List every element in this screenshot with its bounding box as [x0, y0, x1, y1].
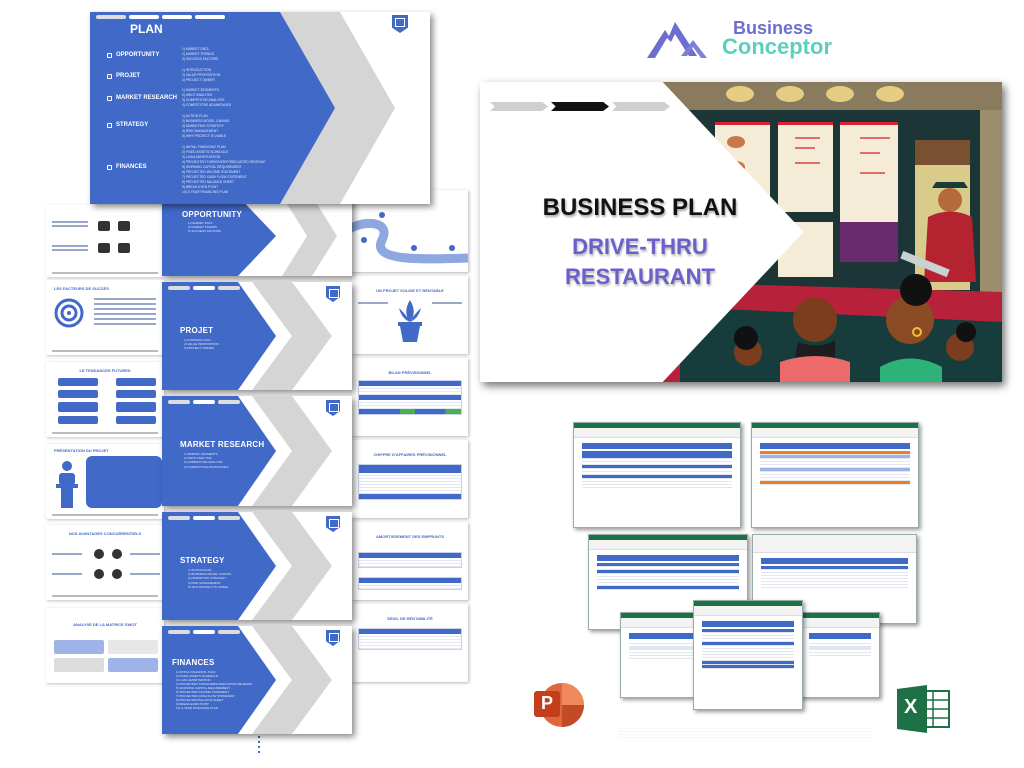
- plan-row-strategy: STRATEGY: [107, 122, 148, 128]
- connector-dots: [258, 736, 260, 756]
- page-seuil-rentabilite: SEUIL DE RENTABILITÉ: [352, 604, 468, 682]
- mountain-logo-icon: [647, 22, 707, 58]
- progress-pills: [168, 286, 240, 290]
- logo-badge-icon: [326, 400, 340, 416]
- checkbox-icon: [107, 95, 112, 101]
- page-swot: ANALYSE DE LA MATRICE SWOT: [46, 608, 164, 683]
- logo-badge-icon: [326, 286, 340, 302]
- page-presentation-projet: PRÉSENTATION DU PROJET: [46, 444, 164, 519]
- page-bilan-previsionnel: BILAN PRÉVISIONNEL: [352, 358, 468, 436]
- page-chiffre-affaires: CHIFFRE D'AFFAIRES PRÉVISIONNEL: [352, 440, 468, 518]
- spreadsheet-right-back: [800, 612, 880, 698]
- checkbox-icon: [107, 164, 112, 170]
- page-les-facteurs: LES FACTEURS DE SUCCÈS: [46, 280, 164, 355]
- speaker-podium-icon: [56, 461, 78, 508]
- spreadsheet-income-statement: [693, 600, 803, 710]
- cover-slide: BUSINESS PLAN DRIVE-THRU RESTAURANT: [480, 82, 1002, 382]
- powerpoint-icon: P: [528, 677, 588, 733]
- checkbox-icon: [107, 73, 112, 79]
- excel-icon: X: [893, 683, 953, 735]
- cover-progress-chevrons: [490, 102, 670, 111]
- spreadsheet-chiffre-affaires: [573, 422, 741, 528]
- logo-badge-icon: [326, 516, 340, 532]
- cover-subtitle: DRIVE-THRU RESTAURANT: [565, 234, 715, 289]
- target-icon: [54, 298, 84, 328]
- logo-badge-icon: [392, 15, 408, 33]
- spreadsheet-revenue-detail: [751, 422, 919, 528]
- progress-pills: [96, 15, 225, 19]
- checkbox-icon: [107, 122, 112, 128]
- page-tendances-futures: LE TENDANCES FUTURES: [46, 362, 164, 437]
- roadmap-road-icon: [352, 212, 468, 264]
- plan-row-market-research: MARKET RESEARCH: [107, 95, 177, 101]
- logo-text-business: Business: [733, 18, 814, 38]
- page-avantages-concurrentiels: NOS AVANTAGES CONCURRENTIELS: [46, 525, 164, 600]
- logo-badge-icon: [326, 630, 340, 646]
- plan-row-projet: PROJET: [107, 73, 140, 79]
- plant-pot-icon: [398, 300, 422, 342]
- page-success-factors-icons: [46, 205, 164, 277]
- page-amortissement: AMORTISSEMENT DES EMPRUNTS: [352, 522, 468, 600]
- progress-pills: [168, 630, 240, 634]
- page-projet-solide: UN PROJET SOLIDE ET RENTABLE: [352, 276, 468, 354]
- progress-pills: [168, 400, 240, 404]
- plan-row-opportunity: OPPORTUNITY: [107, 52, 159, 58]
- plan-title: PLAN: [130, 22, 163, 36]
- checkbox-icon: [107, 52, 112, 58]
- business-conceptor-logo: Business Conceptor: [645, 16, 865, 60]
- spreadsheet-reflection: [610, 720, 880, 760]
- progress-pills: [168, 516, 240, 520]
- cover-title: BUSINESS PLAN: [542, 194, 738, 221]
- logo-text-conceptor: Conceptor: [722, 34, 832, 59]
- plan-row-finances: FINANCES: [107, 164, 147, 170]
